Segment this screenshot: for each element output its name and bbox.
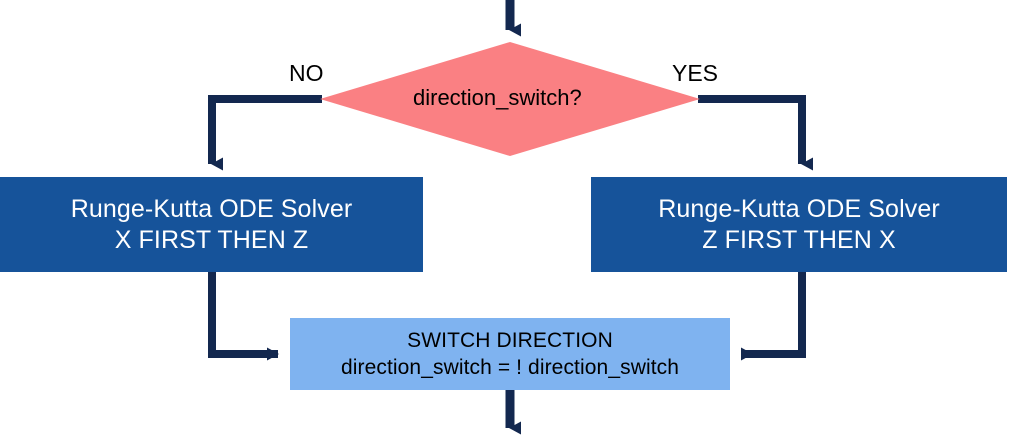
process-box-left[interactable]: Runge-Kutta ODE Solver X FIRST THEN Z — [0, 177, 423, 272]
process-box-switch-direction[interactable]: SWITCH DIRECTION direction_switch = ! di… — [290, 318, 730, 390]
edge-label-no: NO — [289, 60, 324, 86]
edge-yes-to-right-process — [698, 95, 813, 171]
decision-diamond[interactable] — [320, 42, 700, 156]
switch-box-line1: SWITCH DIRECTION — [407, 328, 613, 352]
process-box-right-line1: Runge-Kutta ODE Solver — [658, 194, 940, 223]
decision-label: direction_switch? — [413, 85, 582, 110]
edge-no-to-left-process — [208, 95, 322, 171]
edge-right-process-to-switch — [741, 272, 806, 361]
edge-left-process-to-switch — [208, 272, 279, 361]
process-box-left-line2: X FIRST THEN Z — [114, 225, 309, 254]
process-box-right-line2: Z FIRST THEN X — [702, 225, 896, 254]
process-box-left-line1: Runge-Kutta ODE Solver — [70, 194, 353, 223]
process-box-right[interactable]: Runge-Kutta ODE Solver Z FIRST THEN X — [591, 177, 1007, 272]
switch-box-line2: direction_switch = ! direction_switch — [340, 356, 680, 379]
edge-label-yes: YES — [672, 60, 719, 86]
